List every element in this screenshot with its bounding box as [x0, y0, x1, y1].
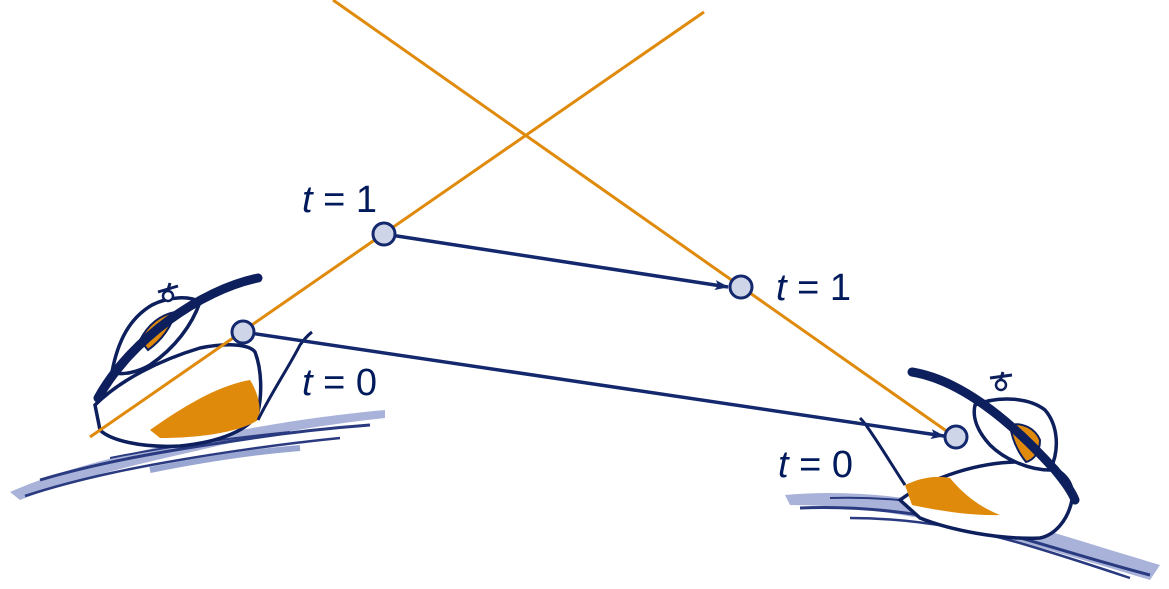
- label-left-t1-var: t: [302, 179, 314, 221]
- arrow-t1: [383, 232, 729, 290]
- right-point-t0: [943, 424, 969, 450]
- label-left-t1: t = 1: [302, 179, 377, 221]
- label-left-t0-var: t: [302, 362, 314, 404]
- left-point-t1: [371, 221, 397, 247]
- arrow-t0: [242, 330, 945, 440]
- label-right-t1-var: t: [776, 267, 788, 309]
- label-right-t0-rest: = 0: [789, 444, 853, 486]
- left-water: [10, 410, 385, 500]
- right-ship-icon: [785, 367, 1160, 580]
- label-right-t1-rest: = 1: [787, 267, 851, 309]
- label-left-t0-rest: = 0: [313, 362, 377, 404]
- left-point-t0: [230, 319, 256, 345]
- left-ship-trajectory: [89, 10, 705, 439]
- left-ship-icon: [10, 273, 385, 500]
- label-right-t0: t = 0: [778, 444, 853, 486]
- label-right-t0-var: t: [778, 444, 790, 486]
- right-point-t1: [728, 274, 754, 300]
- label-left-t0: t = 0: [302, 362, 377, 404]
- label-left-t1-rest: = 1: [313, 179, 377, 221]
- label-right-t1: t = 1: [776, 267, 851, 309]
- right-ship-trajectory: [332, 0, 956, 439]
